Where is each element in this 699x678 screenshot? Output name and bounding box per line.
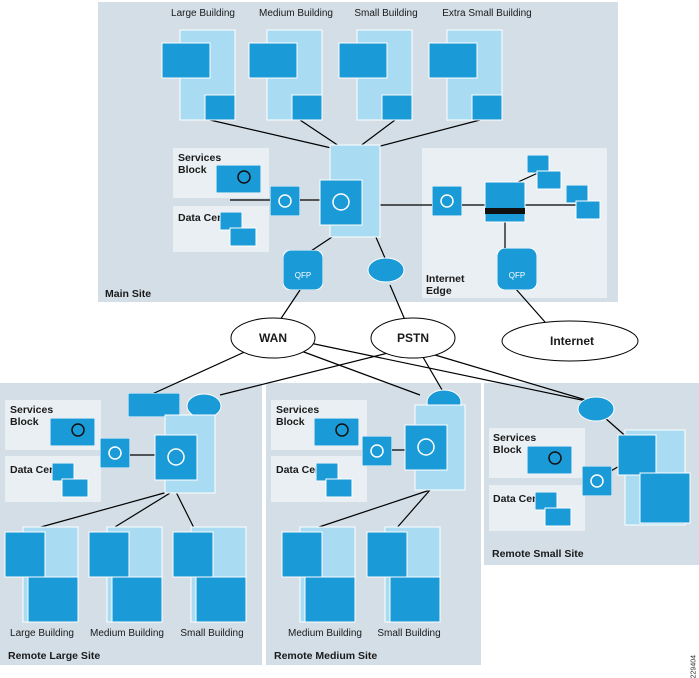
internet-edge-label: Internet Edge [426, 273, 465, 297]
core-building-icon [617, 429, 691, 526]
layer3-switch-icon [432, 186, 462, 216]
layer3-switch-icon [582, 466, 612, 496]
firewall-icon [484, 181, 526, 223]
wan-cloud-icon [230, 317, 316, 359]
rm-services-block-label: Services Block [276, 404, 320, 428]
rl-services-block-label: Services Block [10, 404, 54, 428]
figure-id: 229404 [690, 655, 697, 678]
services-block-icon [314, 418, 359, 446]
building-icon [338, 29, 413, 121]
pstn-label: PSTN [396, 331, 430, 345]
main-building-label-small: Small Building [354, 8, 418, 19]
building-icon [88, 526, 163, 623]
main-building-label-extra-small: Extra Small Building [442, 8, 532, 19]
building-icon [161, 29, 236, 121]
building-icon [428, 29, 503, 121]
building-icon [281, 526, 356, 623]
services-block-icon [527, 446, 572, 474]
layer3-switch-icon [362, 436, 392, 466]
remote-large-site-label: Remote Large Site [8, 650, 101, 662]
svg-text:QFP: QFP [295, 271, 311, 280]
server-icon [220, 212, 257, 247]
wan-label: WAN [259, 331, 287, 345]
rm-building-label-small: Small Building [377, 628, 441, 639]
rl-building-label-large: Large Building [10, 628, 74, 639]
asr-qfp-router-icon: QFP [283, 250, 323, 290]
server-icon [316, 463, 353, 498]
pstn-cloud-icon [370, 317, 456, 359]
server-icon [52, 463, 89, 498]
layer3-switch-icon [270, 186, 300, 216]
core-building-icon [319, 144, 381, 238]
svg-text:QFP: QFP [509, 271, 525, 280]
rl-building-label-small: Small Building [180, 628, 244, 639]
main-building-label-large: Large Building [171, 8, 235, 19]
remote-medium-site-label: Remote Medium Site [274, 650, 378, 662]
switch-icon [128, 393, 180, 417]
main-site-label: Main Site [105, 288, 152, 300]
internet-cloud-icon [501, 320, 639, 362]
router-icon [367, 257, 405, 283]
layer3-switch-icon [100, 438, 130, 468]
core-building-icon [404, 404, 466, 491]
server-icon [535, 492, 572, 527]
server-icon [527, 155, 562, 190]
main-services-block-label: Services Block [178, 152, 222, 176]
asr-qfp-router-icon: QFP [497, 248, 537, 290]
rl-building-label-medium: Medium Building [90, 628, 164, 639]
building-icon [366, 526, 441, 623]
services-block-icon [50, 418, 95, 446]
router-icon [577, 396, 615, 422]
main-building-label-medium: Medium Building [259, 8, 333, 19]
building-icon [4, 526, 79, 623]
building-icon [248, 29, 323, 121]
internet-label: Internet [549, 334, 595, 348]
remote-small-site-label: Remote Small Site [492, 548, 584, 560]
building-icon [172, 526, 247, 623]
core-building-icon [154, 414, 216, 494]
services-block-icon [216, 165, 261, 193]
rm-building-label-medium: Medium Building [288, 628, 362, 639]
server-icon [566, 185, 601, 220]
rs-services-block-label: Services Block [493, 432, 537, 456]
